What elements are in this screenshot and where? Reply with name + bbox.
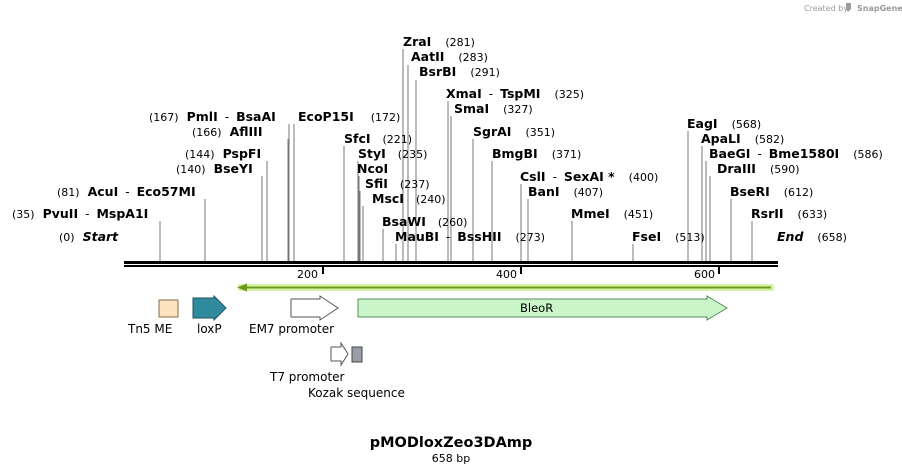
- feature-label: Tn5 ME: [127, 322, 172, 336]
- backbone-bottom-strand: [124, 265, 778, 267]
- site-label-pmli[interactable]: (167)PmlI-BsaAI: [149, 109, 276, 124]
- site-label-ecop15i[interactable]: EcoP15I(172): [298, 109, 400, 124]
- feature-label: EM7 promoter: [249, 322, 334, 336]
- site-leader-lines: [159, 49, 753, 262]
- feature-t7-promoter[interactable]: T7 promoter: [269, 341, 349, 384]
- feature-em7-promoter[interactable]: EM7 promoter: [249, 295, 339, 336]
- features: Tn5 ME loxP EM7 promoter BleoR T7 promot…: [127, 294, 728, 400]
- site-label-fsei[interactable]: FseI(513): [632, 229, 705, 244]
- site-label-sgrai[interactable]: SgrAI(351): [473, 124, 555, 139]
- site-label-beri[interactable]: BseRI(612): [730, 184, 813, 199]
- credit-label: Created by: [804, 4, 848, 13]
- site-label-end[interactable]: End(658): [777, 229, 847, 244]
- site-label-xmai[interactable]: XmaI-TspMI(325): [446, 86, 584, 101]
- t7-promoter-arrow-icon: [330, 341, 349, 367]
- page-title: pMODloxZeo3DAmp: [370, 435, 533, 451]
- backbone-top-strand: [124, 261, 778, 264]
- credit-brand: SnapGene: [857, 4, 902, 13]
- ruler-tick-label: 600: [694, 268, 715, 281]
- site-label-maubi[interactable]: MauBI-BssHII(273): [395, 229, 545, 244]
- em7-promoter-arrow-icon: [290, 295, 339, 321]
- site-label-sfci[interactable]: SfcI(221): [344, 131, 412, 146]
- site-label-bsawi[interactable]: BsaWI(260): [382, 214, 467, 229]
- site-label-mmei[interactable]: MmeI(451): [571, 206, 653, 221]
- site-label-acui[interactable]: (81)AcuI-Eco57MI: [57, 184, 196, 199]
- snapgene-logo-icon: [846, 3, 851, 12]
- site-label-csli[interactable]: CslI-SexAI *(400): [520, 169, 658, 184]
- ruler: 200 400 600: [297, 267, 720, 281]
- site-label-msci[interactable]: MscI(240): [372, 191, 446, 206]
- site-label-smai[interactable]: SmaI(327): [454, 101, 533, 116]
- site-label-aatii[interactable]: AatII(283): [411, 49, 488, 64]
- orf-arrowhead-icon: [237, 283, 247, 292]
- ruler-tick-label: 400: [496, 268, 517, 281]
- feature-label: T7 promoter: [269, 370, 345, 384]
- site-label-afliii[interactable]: (166)AflIII: [192, 124, 263, 139]
- orf-arrow[interactable]: [237, 283, 774, 292]
- loxp-arrow-icon: [192, 294, 227, 322]
- site-label-bmgbi[interactable]: BmgBI(371): [492, 146, 581, 161]
- site-label-ncoi[interactable]: NcoI: [357, 161, 388, 176]
- site-label-rsrii[interactable]: RsrII(633): [751, 206, 827, 221]
- site-label-draiii[interactable]: DraIII(590): [717, 161, 800, 176]
- feature-kozak-sequence[interactable]: Kozak sequence: [308, 346, 405, 400]
- page-subtitle: 658 bp: [432, 452, 470, 465]
- feature-label-inside: BleoR: [520, 301, 553, 315]
- tn5-me-box: [158, 299, 179, 318]
- feature-bleor[interactable]: BleoR: [357, 295, 728, 321]
- feature-label: loxP: [197, 322, 222, 336]
- feature-tn5-me[interactable]: Tn5 ME: [127, 299, 179, 336]
- site-labels: ZraI(281) AatII(283) BsrBI(291) XmaI-Tsp…: [12, 34, 883, 244]
- site-label-bseyi[interactable]: (140)BseYI: [176, 161, 253, 176]
- site-label-pspfi[interactable]: (144)PspFI: [185, 146, 261, 161]
- ruler-tick-label: 200: [297, 268, 318, 281]
- site-label-pvuii[interactable]: (35)PvuII-MspA1I: [12, 206, 148, 221]
- site-label-bani[interactable]: BanI(407): [528, 184, 603, 199]
- site-label-zrai[interactable]: ZraI(281): [403, 34, 475, 49]
- site-label-start[interactable]: (0)Start: [59, 229, 119, 244]
- site-label-eagi[interactable]: EagI(568): [687, 116, 761, 131]
- bleor-arrow-icon: [357, 295, 728, 321]
- site-label-styi[interactable]: StyI(235): [358, 146, 427, 161]
- feature-label: Kozak sequence: [308, 386, 405, 400]
- site-label-apali[interactable]: ApaLI(582): [701, 131, 784, 146]
- kozak-box: [351, 346, 363, 363]
- snapgene-credit: Created by SnapGene: [804, 3, 902, 13]
- feature-loxp[interactable]: loxP: [192, 294, 227, 336]
- site-label-sfii[interactable]: SfiI(237): [365, 176, 430, 191]
- sequence-backbone: [124, 261, 778, 267]
- site-label-baegi[interactable]: BaeGI-Bme1580I(586): [709, 146, 883, 161]
- site-label-bsrbi[interactable]: BsrBI(291): [419, 64, 500, 79]
